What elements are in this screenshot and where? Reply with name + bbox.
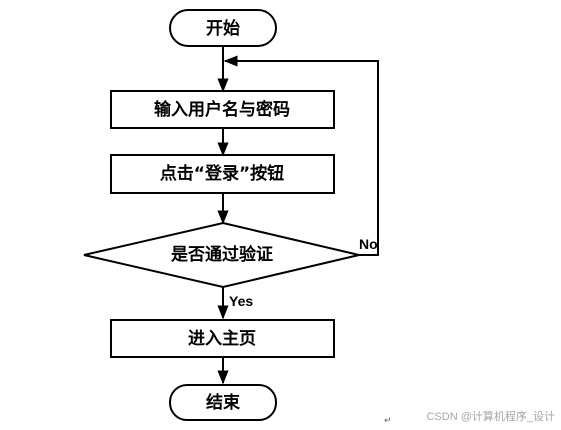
input-process-label: 输入用户名与密码 — [154, 99, 290, 120]
home-process-box — [110, 319, 335, 358]
watermark: CSDN @计算机程序_设计 — [426, 411, 555, 423]
login-process-label: 点击“登录”按钮 — [160, 163, 284, 184]
edge-label-no: No — [359, 236, 378, 252]
check-decision-label: 是否通过验证 — [171, 244, 273, 265]
paragraph-mark: ↵ — [384, 416, 392, 426]
end-label: 结束 — [206, 392, 240, 413]
edge-label-yes: Yes — [229, 293, 253, 309]
edge-check-input-loop — [223, 55, 379, 256]
input-process-box — [110, 90, 335, 129]
start-terminal — [169, 9, 277, 47]
start-label: 开始 — [206, 18, 240, 39]
check-decision-diamond — [83, 221, 360, 289]
home-process-label: 进入主页 — [188, 328, 256, 349]
login-process-box — [110, 154, 335, 194]
end-terminal — [169, 384, 277, 421]
